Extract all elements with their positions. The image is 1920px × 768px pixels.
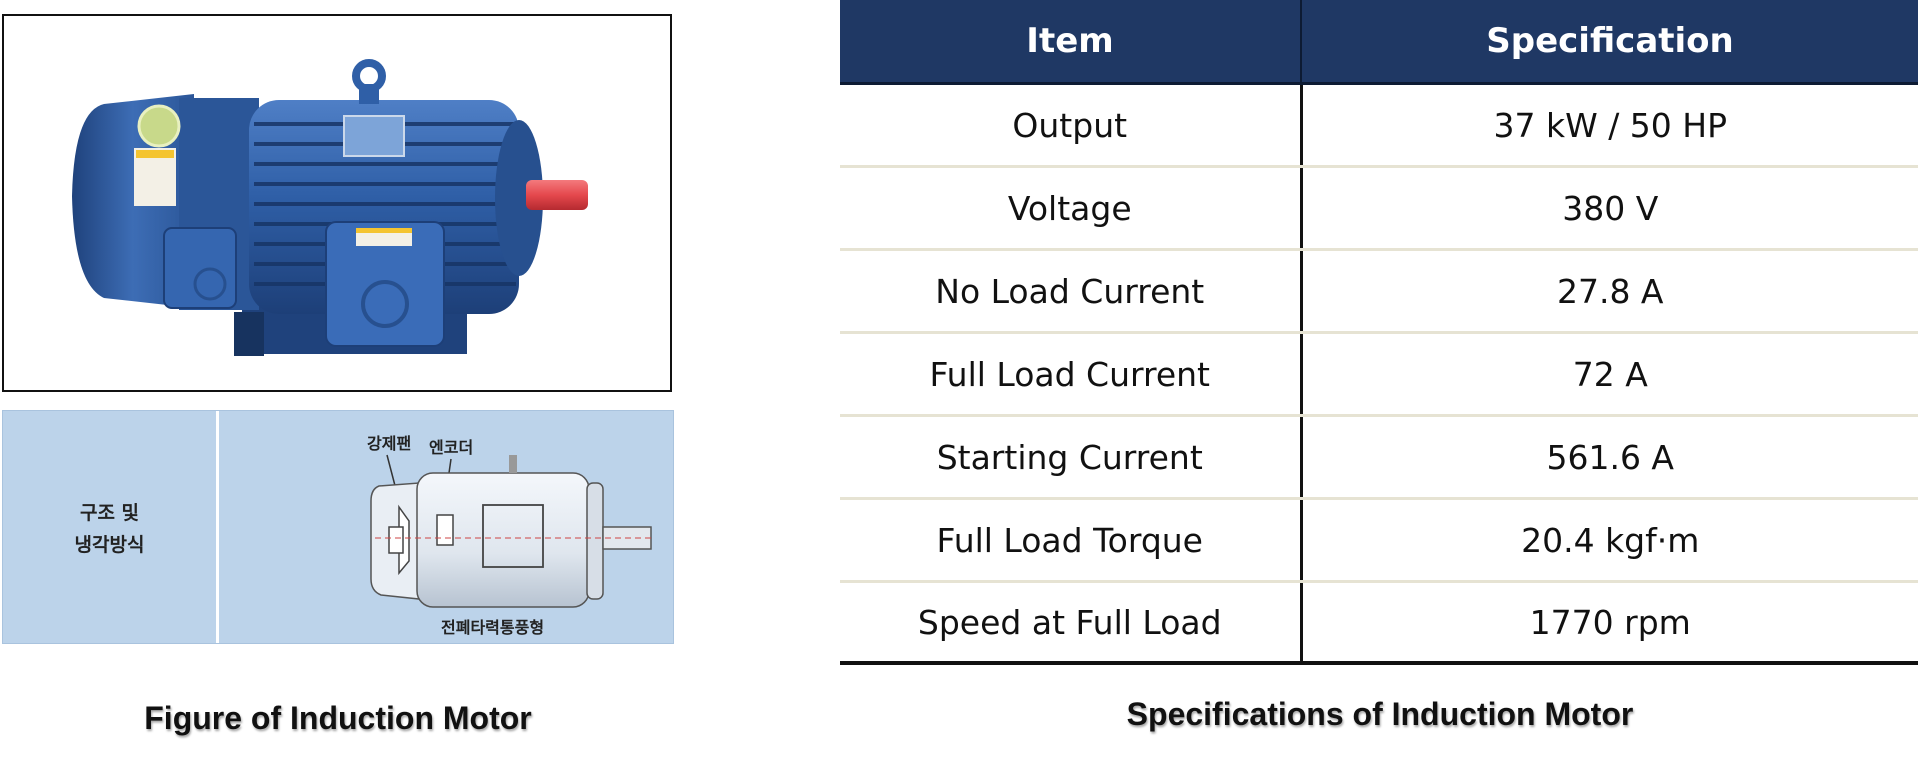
certification-sticker: [137, 104, 181, 148]
row-spec-cell: 380 V: [1301, 166, 1918, 251]
encoder-symbol: [436, 514, 454, 546]
row-item-cell: Speed at Full Load: [840, 581, 1303, 665]
panel-divider: [216, 411, 219, 643]
table-header-row: Item Specification: [840, 0, 1918, 85]
enclosure-type-label: 전폐타력통풍형: [441, 618, 544, 637]
row-spec-cell: 37 kW / 50 HP: [1301, 83, 1918, 168]
specifications-table: Item Specification Output 37 kW / 50 HP …: [840, 0, 1918, 665]
specifications-caption: Specifications of Induction Motor: [1126, 696, 1634, 732]
table-row: Full Load Torque 20.4 kgf·m: [840, 498, 1918, 583]
figure-caption: Figure of Induction Motor: [144, 700, 532, 736]
motor-cross-section-diagram: 강제팬 엔코더 전폐타력통풍형: [367, 434, 655, 637]
motor-shaft: [526, 180, 588, 210]
row-item-cell: Output: [840, 83, 1303, 168]
row-spec-cell: 27.8 A: [1301, 249, 1918, 334]
cooling-structure-panel: 구조 및 냉각방식 강제팬 엔코더 전폐타력통풍형: [2, 410, 674, 644]
row-spec-cell: 20.4 kgf·m: [1301, 498, 1918, 583]
cooling-fins: [254, 122, 516, 286]
row-item-cell: No Load Current: [840, 249, 1303, 334]
structure-cooling-label: 구조 및 냉각방식: [74, 502, 145, 556]
table-row: Starting Current 561.6 A: [840, 415, 1918, 500]
logo-emblem: [361, 280, 409, 328]
row-item-cell: Full Load Torque: [840, 498, 1303, 583]
nameplate: [343, 115, 405, 157]
row-item-cell: Starting Current: [840, 415, 1303, 500]
table-row: No Load Current 27.8 A: [840, 249, 1918, 334]
header-specification: Specification: [1301, 0, 1918, 85]
motor-housing: [249, 100, 519, 314]
header-item: Item: [840, 0, 1302, 85]
table-row: Speed at Full Load 1770 rpm: [840, 581, 1918, 665]
row-spec-cell: 1770 rpm: [1301, 581, 1918, 665]
encoder-label: 엔코더: [429, 438, 473, 457]
row-item-cell: Full Load Current: [840, 332, 1303, 417]
row-spec-cell: 561.6 A: [1301, 415, 1918, 500]
table-row: Full Load Current 72 A: [840, 332, 1918, 417]
induction-motor-illustration: [72, 59, 588, 356]
row-spec-cell: 72 A: [1301, 332, 1918, 417]
table-row: Output 37 kW / 50 HP: [840, 83, 1918, 168]
rear-terminal-box: [163, 227, 237, 309]
forced-fan-label: 강제팬: [367, 434, 411, 453]
table-row: Voltage 380 V: [840, 166, 1918, 251]
row-item-cell: Voltage: [840, 166, 1303, 251]
motor-photo-frame: [2, 14, 672, 392]
